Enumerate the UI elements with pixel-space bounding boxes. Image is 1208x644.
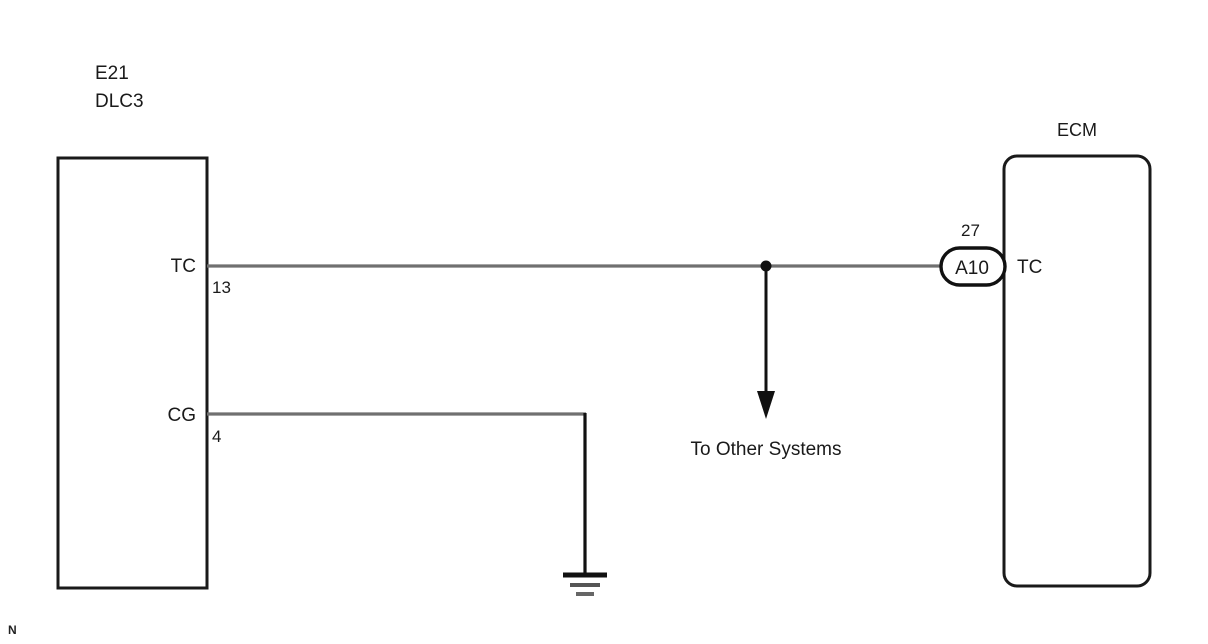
ecm-name-label: ECM — [1057, 120, 1097, 140]
chassis-ground-icon — [563, 572, 607, 596]
down-arrow-icon — [757, 391, 775, 419]
cg-ground-wire-group — [207, 412, 607, 596]
dlc3-connector-box — [56, 156, 209, 590]
corner-mark-label: N — [8, 623, 17, 637]
ecm-terminal-pin-number: 27 — [961, 221, 980, 240]
dlc3-pin-tc-number: 13 — [212, 278, 231, 297]
ecm-terminal-a10: A10 — [939, 246, 1007, 287]
dlc3-pin-cg-number: 4 — [212, 427, 221, 446]
dlc3-pin-tc-name: TC — [171, 256, 196, 277]
ecm-connector-box — [1002, 154, 1152, 588]
dlc3-code-label: E21 — [95, 63, 129, 84]
ecm-pin-tc-name: TC — [1017, 257, 1042, 278]
dlc3-name-label: DLC3 — [95, 91, 144, 112]
ecm-connector-group: ECM 27 A10 TC — [939, 120, 1152, 588]
branch-to-other-systems-group: To Other Systems — [691, 260, 842, 460]
dlc3-connector-group: E21 DLC3 TC 13 CG 4 — [56, 63, 231, 590]
dlc3-pin-cg-name: CG — [168, 405, 197, 426]
branch-note-label: To Other Systems — [691, 439, 842, 460]
ecm-terminal-code-label: A10 — [955, 258, 989, 279]
